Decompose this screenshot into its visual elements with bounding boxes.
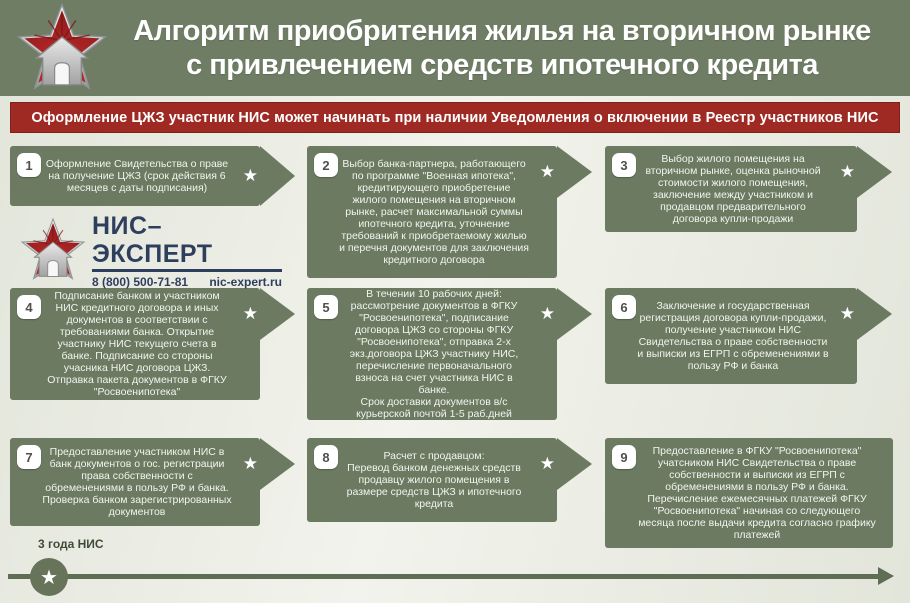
step-number-badge: 2 <box>314 153 338 177</box>
step-number-badge: 6 <box>612 295 636 319</box>
page-title-line-2: с привлечением средств ипотечного кредит… <box>186 49 818 81</box>
star-icon: ★ <box>539 162 555 181</box>
step-text: Выбор жилого помещения на вторичном рынк… <box>645 153 821 225</box>
brand-logo: НИС–ЭКСПЕРТ 8 (800) 500-71-81 nic-expert… <box>20 212 282 289</box>
step-number-badge: 8 <box>314 445 338 469</box>
step-box-4: 4 Подписание банком и участником НИС кре… <box>10 288 295 400</box>
step-text: Расчет с продавцом: Перевод банком денеж… <box>346 450 522 510</box>
step-text: Предоставление в ФГКУ "Росвоенипотека" у… <box>638 445 876 541</box>
step-box-5: 5 В течении 10 рабочих дней: рассмотрени… <box>307 288 592 420</box>
step-number-badge: 3 <box>612 153 636 177</box>
brand-name: НИС–ЭКСПЕРТ <box>92 212 282 272</box>
step-box-8: 8 Расчет с продавцом: Перевод банком ден… <box>307 438 592 522</box>
timeline-label: 3 года НИС <box>38 537 104 551</box>
timeline-line <box>8 574 880 579</box>
brand-website: nic-expert.ru <box>209 274 282 289</box>
step-text: В течении 10 рабочих дней: рассмотрение … <box>349 288 519 420</box>
star-icon: ★ <box>242 304 258 323</box>
star-icon: ★ <box>839 304 855 323</box>
step-text: Предоставление участником НИС в банк док… <box>42 446 232 518</box>
step-number-badge: 7 <box>17 445 41 469</box>
step-box-6: 6 Заключение и государственная регистрац… <box>605 288 892 384</box>
timeline-arrow-icon <box>878 567 894 585</box>
step-number-badge: 4 <box>17 295 41 319</box>
notice-banner: Оформление ЦЖЗ участник НИС может начина… <box>10 102 900 133</box>
step-box-9: 9 Предоставление в ФГКУ "Росвоенипотека"… <box>605 438 893 548</box>
star-icon: ★ <box>839 162 855 181</box>
page-title-line-1: Алгоритм приобритения жилья на вторичном… <box>133 15 871 47</box>
page-title: Алгоритм приобритения жилья на вторичном… <box>108 14 910 82</box>
step-number-badge: 1 <box>17 153 41 177</box>
star-icon: ★ <box>242 454 258 473</box>
step-number-badge: 5 <box>314 295 338 319</box>
step-text: Подписание банком и участником НИС креди… <box>47 290 227 398</box>
step-text: Заключение и государственная регистрация… <box>637 300 829 372</box>
step-box-7: 7 Предоставление участником НИС в банк д… <box>10 438 295 526</box>
step-number-badge: 9 <box>612 445 636 469</box>
step-box-3: 3 Выбор жилого помещения на вторичном ры… <box>605 146 892 232</box>
step-text: Выбор банка-партнера, работающего по про… <box>339 158 529 266</box>
military-star-house-icon <box>21 218 85 280</box>
brand-contacts: 8 (800) 500-71-81 nic-expert.ru <box>92 275 282 289</box>
step-box-2: 2 Выбор банка-партнера, работающего по п… <box>307 146 592 278</box>
star-icon: ★ <box>40 566 58 589</box>
step-text: Оформление Свидетельства о праве на полу… <box>45 158 229 194</box>
step-box-1: 1 Оформление Свидетельства о праве на по… <box>10 146 295 206</box>
timeline-star-marker: ★ <box>30 558 68 596</box>
star-icon: ★ <box>539 454 555 473</box>
brand-phone: 8 (800) 500-71-81 <box>92 274 189 289</box>
brand-text: НИС–ЭКСПЕРТ 8 (800) 500-71-81 nic-expert… <box>92 212 282 289</box>
star-icon: ★ <box>539 304 555 323</box>
star-icon: ★ <box>242 166 258 185</box>
military-star-house-icon <box>18 4 106 89</box>
header: Алгоритм приобритения жилья на вторичном… <box>0 0 910 96</box>
